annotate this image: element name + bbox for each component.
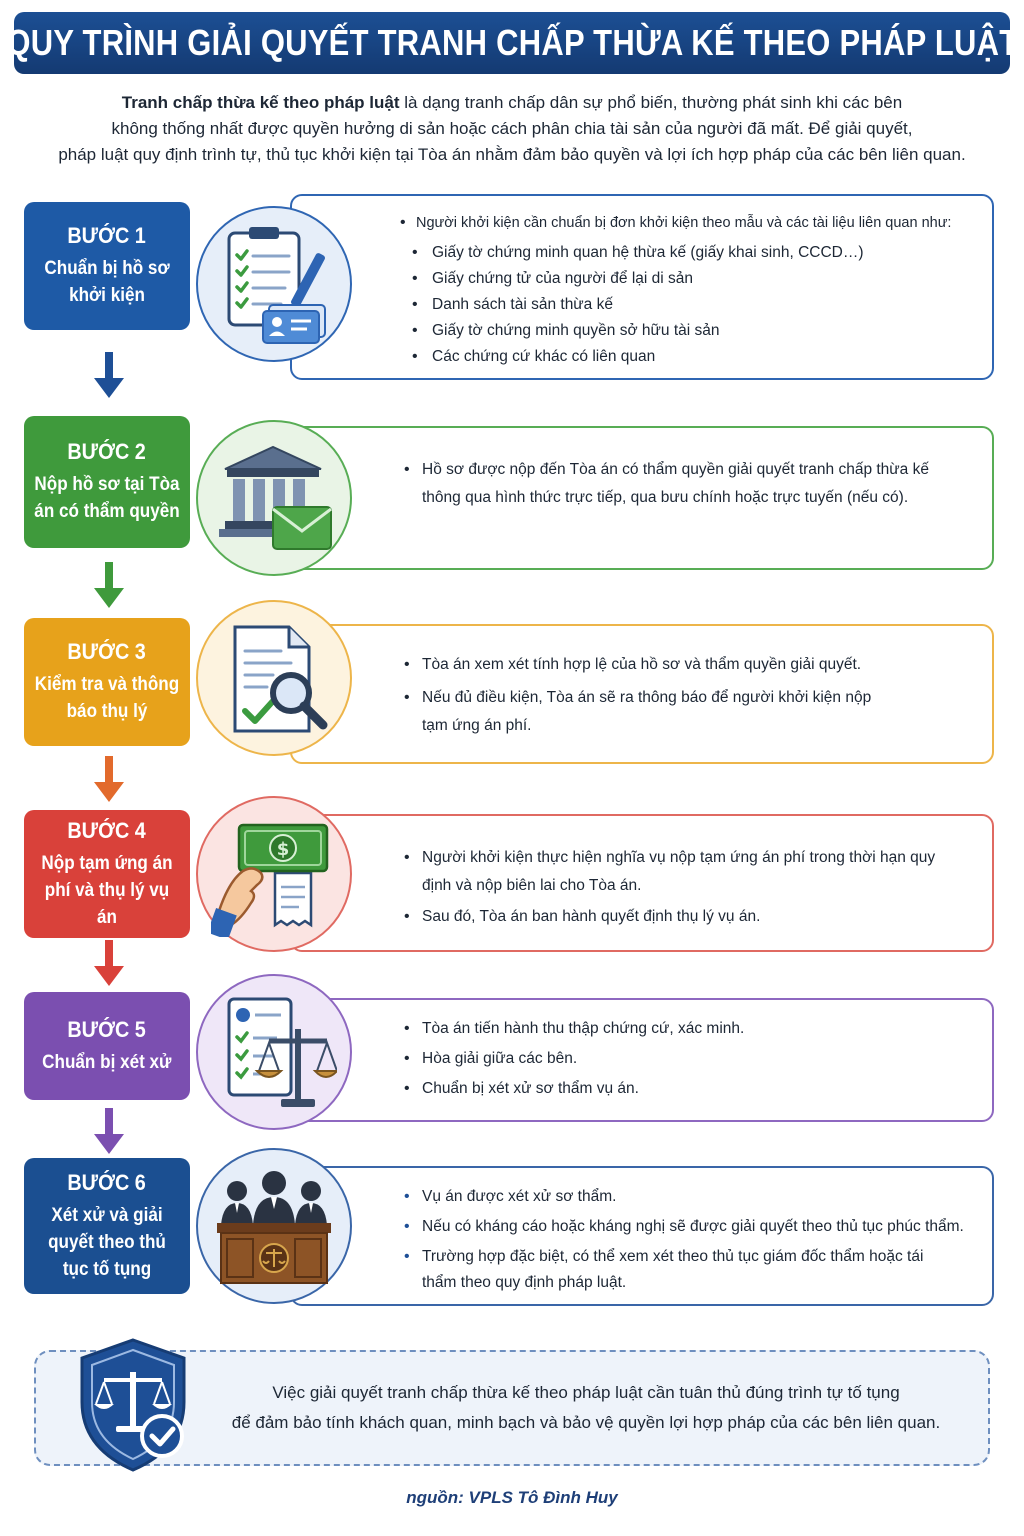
step-6-label: BƯỚC 6 Xét xử và giải quyết theo thủ tục… (24, 1158, 190, 1294)
judges-bench-icon (217, 1171, 331, 1284)
step-3-number: BƯỚC 3 (67, 639, 147, 664)
step-2-number: BƯỚC 2 (67, 439, 147, 464)
list-item: Trường hợp đặc biệt, có thể xem xét theo… (396, 1244, 942, 1296)
step-6-title: Xét xử và giải quyết theo thủ tục tố tụn… (48, 1204, 166, 1280)
conclusion-text: Việc giải quyết tranh chấp thừa kế theo … (206, 1378, 966, 1438)
list-item: Hòa giải giữa các bên. (396, 1046, 956, 1072)
step-4-list: Người khởi kiện thực hiện nghĩa vụ nộp t… (396, 844, 956, 930)
step-6-number: BƯỚC 6 (67, 1169, 147, 1195)
conclusion-note: Việc giải quyết tranh chấp thừa kế theo … (34, 1338, 990, 1472)
arrow-down-icon (94, 940, 124, 986)
list-item: Sau đó, Tòa án ban hành quyết định thụ l… (396, 904, 956, 930)
step-1-sublist: Giấy tờ chứng minh quan hệ thừa kế (giấy… (396, 240, 986, 370)
intro-line-3: pháp luật quy định trình tự, thủ tục khở… (58, 145, 966, 164)
step-2-content-box: Hồ sơ được nộp đến Tòa án có thẩm quyền … (290, 426, 994, 570)
step-3-title: Kiểm tra và thông báo thụ lý (34, 674, 180, 722)
list-item: Người khởi kiện thực hiện nghĩa vụ nộp t… (396, 844, 942, 900)
step-1-list: Người khởi kiện cần chuẩn bị đơn khởi ki… (396, 210, 986, 236)
list-item: Giấy tờ chứng minh quan hệ thừa kế (giấy… (396, 240, 986, 266)
money-receipt-icon: $ (211, 823, 329, 937)
step-4-icon-circle: $ (196, 796, 352, 952)
arrow-down-icon (94, 756, 124, 802)
step-2-icon-circle (196, 420, 352, 576)
courthouse-envelope-icon (219, 445, 332, 550)
step-5-content-box: Tòa án tiến hành thu thập chứng cứ, xác … (290, 998, 994, 1122)
step-1-intro: Người khởi kiện cần chuẩn bị đơn khởi ki… (396, 210, 986, 236)
step-5-icon-circle (196, 974, 352, 1130)
list-item: Chuẩn bị xét xử sơ thẩm vụ án. (396, 1076, 956, 1102)
source-credit: nguồn: VPLS Tô Đình Huy (406, 1488, 618, 1507)
document-magnifier-icon (233, 625, 328, 733)
conclusion-line-1: Việc giải quyết tranh chấp thừa kế theo … (272, 1383, 900, 1402)
step-2-title: Nộp hồ sơ tại Tòa án có thẩm quyền (34, 474, 180, 522)
step-6-icon-circle (196, 1148, 352, 1304)
step-1-content-box: Người khởi kiện cần chuẩn bị đơn khởi ki… (290, 194, 994, 380)
arrow-down-icon (94, 352, 124, 398)
step-4-label: BƯỚC 4 Nộp tạm ứng án phí và thụ lý vụ á… (24, 810, 190, 938)
intro-line-1: là dạng tranh chấp dân sự phổ biến, thườ… (399, 93, 903, 112)
step-1-title: Chuẩn bị hồ sơ khởi kiện (44, 258, 170, 306)
step-3-list: Tòa án xem xét tính hợp lệ của hồ sơ và … (396, 652, 956, 740)
step-5-number: BƯỚC 5 (67, 1016, 147, 1042)
step-1-number: BƯỚC 1 (67, 223, 147, 248)
step-1-icon-circle (196, 206, 352, 362)
intro-paragraph: Tranh chấp thừa kế theo pháp luật là dạn… (30, 90, 994, 168)
step-5-list: Tòa án tiến hành thu thập chứng cứ, xác … (396, 1016, 956, 1102)
step-4-number: BƯỚC 4 (67, 817, 147, 843)
title-banner: QUY TRÌNH GIẢI QUYẾT TRANH CHẤP THỪA KẾ … (6, 12, 1018, 74)
list-item: Nếu đủ điều kiện, Tòa án sẽ ra thông báo… (396, 684, 892, 740)
list-item: Tòa án xem xét tính hợp lệ của hồ sơ và … (396, 652, 956, 678)
step-3-content-box: Tòa án xem xét tính hợp lệ của hồ sơ và … (290, 624, 994, 764)
step-4-content-box: Người khởi kiện thực hiện nghĩa vụ nộp t… (290, 814, 994, 952)
checklist-scales-icon (227, 997, 337, 1107)
page-title: QUY TRÌNH GIẢI QUYẾT TRANH CHẤP THỪA KẾ … (5, 22, 1019, 63)
step-3-icon-circle (196, 600, 352, 756)
step-6-content-box: Vụ án được xét xử sơ thẩm. Nếu có kháng … (290, 1166, 994, 1306)
list-item: Tòa án tiến hành thu thập chứng cứ, xác … (396, 1016, 956, 1042)
arrow-down-icon (94, 1108, 124, 1154)
step-2-label: BƯỚC 2 Nộp hồ sơ tại Tòa án có thẩm quyề… (24, 416, 190, 548)
step-3-label: BƯỚC 3 Kiểm tra và thông báo thụ lý (24, 618, 190, 746)
list-item: Giấy chứng tử của người để lại di sản (396, 266, 986, 292)
step-5-title: Chuẩn bị xét xử (42, 1051, 172, 1073)
list-item: Vụ án được xét xử sơ thẩm. (396, 1184, 986, 1210)
list-item: Nếu có kháng cáo hoặc kháng nghị sẽ được… (396, 1214, 986, 1240)
list-item: Hồ sơ được nộp đến Tòa án có thẩm quyền … (396, 456, 956, 512)
step-4-title: Nộp tạm ứng án phí và thụ lý vụ án (41, 852, 173, 928)
step-1-label: BƯỚC 1 Chuẩn bị hồ sơ khởi kiện (24, 202, 190, 330)
shield-scales-check-icon (80, 1338, 186, 1472)
arrow-down-icon (94, 562, 124, 608)
intro-line-2: không thống nhất được quyền hưởng di sản… (111, 119, 913, 138)
step-6-list: Vụ án được xét xử sơ thẩm. Nếu có kháng … (396, 1184, 986, 1296)
list-item: Giấy tờ chứng minh quyền sở hữu tài sản (396, 318, 986, 344)
list-item: Các chứng cứ khác có liên quan (396, 344, 986, 370)
svg-text:$: $ (277, 839, 290, 860)
step-5-label: BƯỚC 5 Chuẩn bị xét xử (24, 992, 190, 1100)
conclusion-line-2: để đảm bảo tính khách quan, minh bạch và… (231, 1413, 941, 1432)
list-item: Danh sách tài sản thừa kế (396, 292, 986, 318)
clipboard-checklist-icon (227, 227, 326, 344)
intro-lead: Tranh chấp thừa kế theo pháp luật (121, 93, 400, 112)
step-2-list: Hồ sơ được nộp đến Tòa án có thẩm quyền … (396, 456, 956, 512)
